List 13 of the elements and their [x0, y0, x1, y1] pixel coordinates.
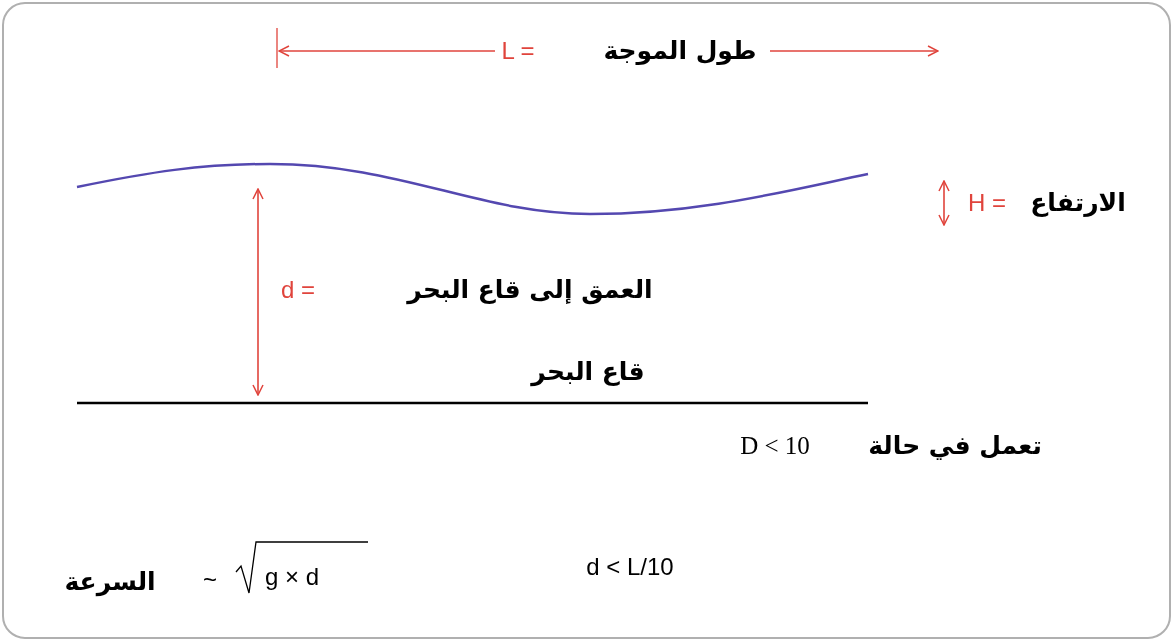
height-label: الارتفاع	[1030, 189, 1126, 217]
symbol-label: L =	[501, 37, 535, 65]
condition-label: تعمل في حالة	[868, 432, 1042, 460]
condition-value: D < 10	[740, 432, 810, 460]
symbol-label: H =	[968, 189, 1006, 217]
wavelength-label: طول الموجة	[603, 37, 757, 65]
condition-text: d < L/10	[586, 553, 674, 581]
proportional-sign: ~	[203, 566, 217, 594]
symbol-label: d =	[281, 276, 315, 304]
seabed-label: قاع البحر	[531, 358, 645, 386]
formula-text: g × d	[265, 563, 319, 591]
speed-label: السرعة	[64, 568, 156, 596]
depth-label: العمق إلى قاع البحر	[407, 276, 653, 304]
